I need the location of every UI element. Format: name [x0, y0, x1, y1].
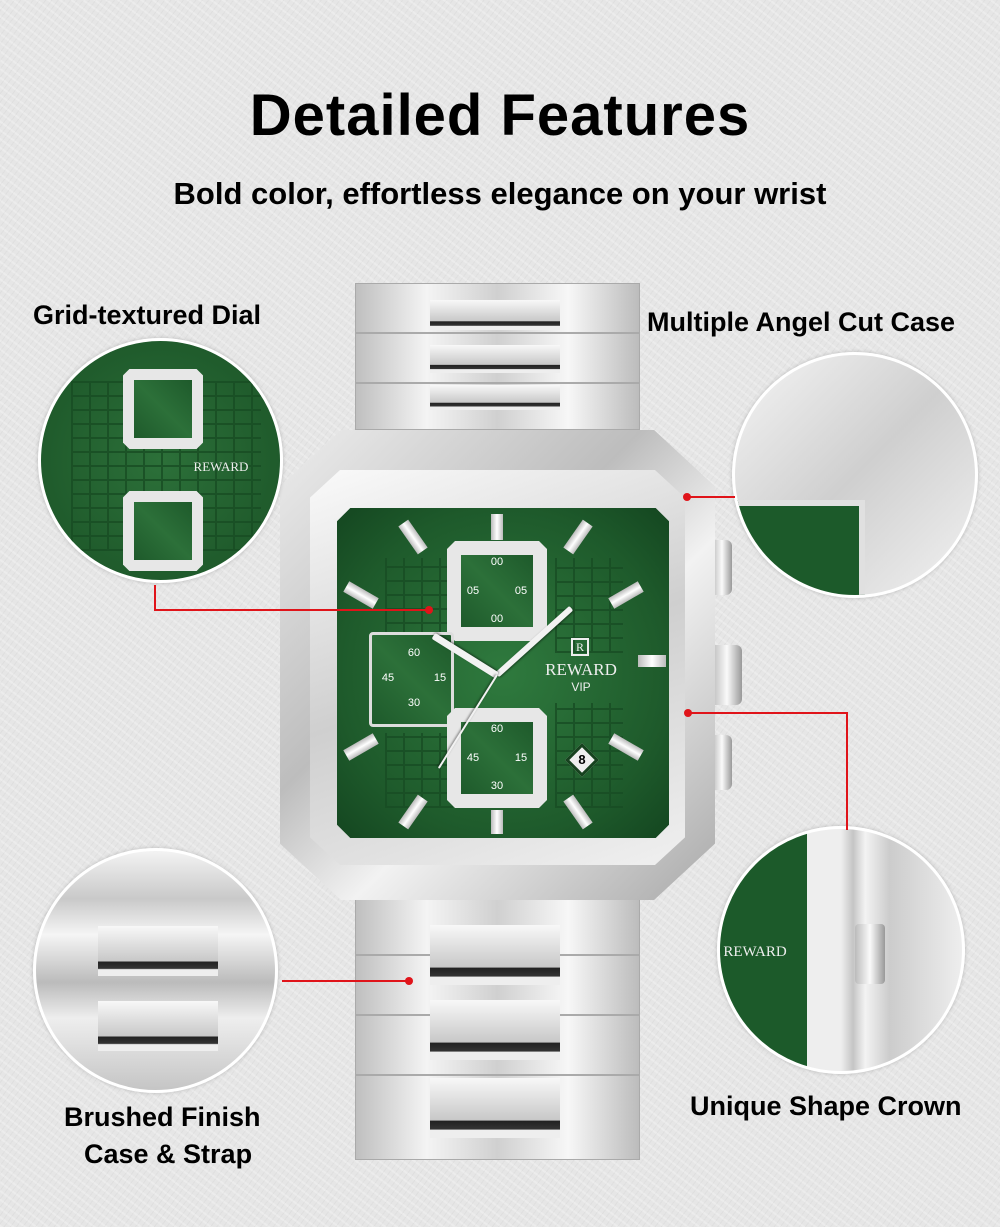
decoration: 05	[466, 585, 480, 597]
decoration: 8	[578, 752, 586, 767]
strap-center-link	[430, 345, 560, 373]
page-subtitle: Bold color, effortless elegance on your …	[173, 176, 827, 211]
callout-crown: Unique Shape Crown	[690, 1091, 962, 1121]
callout-finish-line1: Brushed Finish	[64, 1102, 261, 1132]
decoration	[154, 609, 428, 611]
decoration	[684, 709, 692, 717]
decoration: 15	[514, 752, 528, 764]
decoration	[688, 496, 735, 498]
page-title: Detailed Features	[249, 83, 751, 148]
brand-logo: R	[571, 638, 589, 656]
decoration: 30	[490, 780, 504, 792]
crown-icon	[712, 645, 742, 705]
decoration: REWARD	[723, 944, 787, 960]
decoration	[98, 1001, 218, 1051]
callout-case: Multiple Angel Cut Case	[647, 307, 956, 337]
strap-center-link	[430, 300, 560, 330]
decoration	[385, 558, 453, 638]
strap-center-link	[430, 1000, 560, 1060]
decoration: 45	[381, 672, 395, 684]
decoration	[688, 712, 848, 714]
zoom-dial-detail: REWARD	[38, 338, 283, 583]
decoration	[461, 555, 533, 627]
pusher-bottom	[712, 735, 732, 790]
decoration: 05	[514, 585, 528, 597]
hour-index	[638, 655, 666, 667]
zoom-crown-detail: REWARD	[717, 826, 965, 1074]
decoration: 60	[490, 723, 504, 735]
zoom-strap-detail	[33, 848, 278, 1093]
zoom-case-detail	[732, 352, 978, 598]
hour-index	[491, 514, 503, 540]
callout-dial: Grid-textured Dial	[33, 300, 262, 330]
decoration	[683, 493, 691, 501]
subdial-top: 00 05 05 00	[447, 541, 547, 641]
decoration	[461, 722, 533, 794]
decoration	[735, 500, 865, 595]
decoration: 30	[407, 697, 421, 709]
decoration	[846, 712, 848, 830]
decoration: 00	[490, 556, 504, 568]
decoration: 00	[490, 613, 504, 625]
decoration	[425, 606, 433, 614]
decoration	[405, 977, 413, 985]
pusher-top	[712, 540, 732, 595]
decoration	[123, 491, 203, 571]
decoration	[123, 369, 203, 449]
decoration	[98, 926, 218, 976]
decoration	[134, 502, 192, 560]
callout-finish-line2: Case & Strap	[84, 1139, 253, 1169]
hour-index	[491, 810, 503, 834]
strap-center-link	[430, 1078, 560, 1138]
subdial-left: 60 45 15 30	[369, 632, 454, 727]
decoration	[134, 380, 192, 438]
decoration: 45	[466, 752, 480, 764]
decoration	[855, 924, 885, 984]
brand-name: REWARD	[545, 660, 617, 679]
model-name: VIP	[571, 680, 591, 694]
strap-center-link	[430, 925, 560, 985]
subdial-bottom: 60 45 15 30	[447, 708, 547, 808]
decoration: 15	[433, 672, 447, 684]
decoration: 60	[407, 647, 421, 659]
decoration	[282, 980, 410, 982]
decoration: REWARD	[193, 459, 249, 474]
strap-center-link	[430, 385, 560, 410]
decoration	[154, 585, 156, 611]
